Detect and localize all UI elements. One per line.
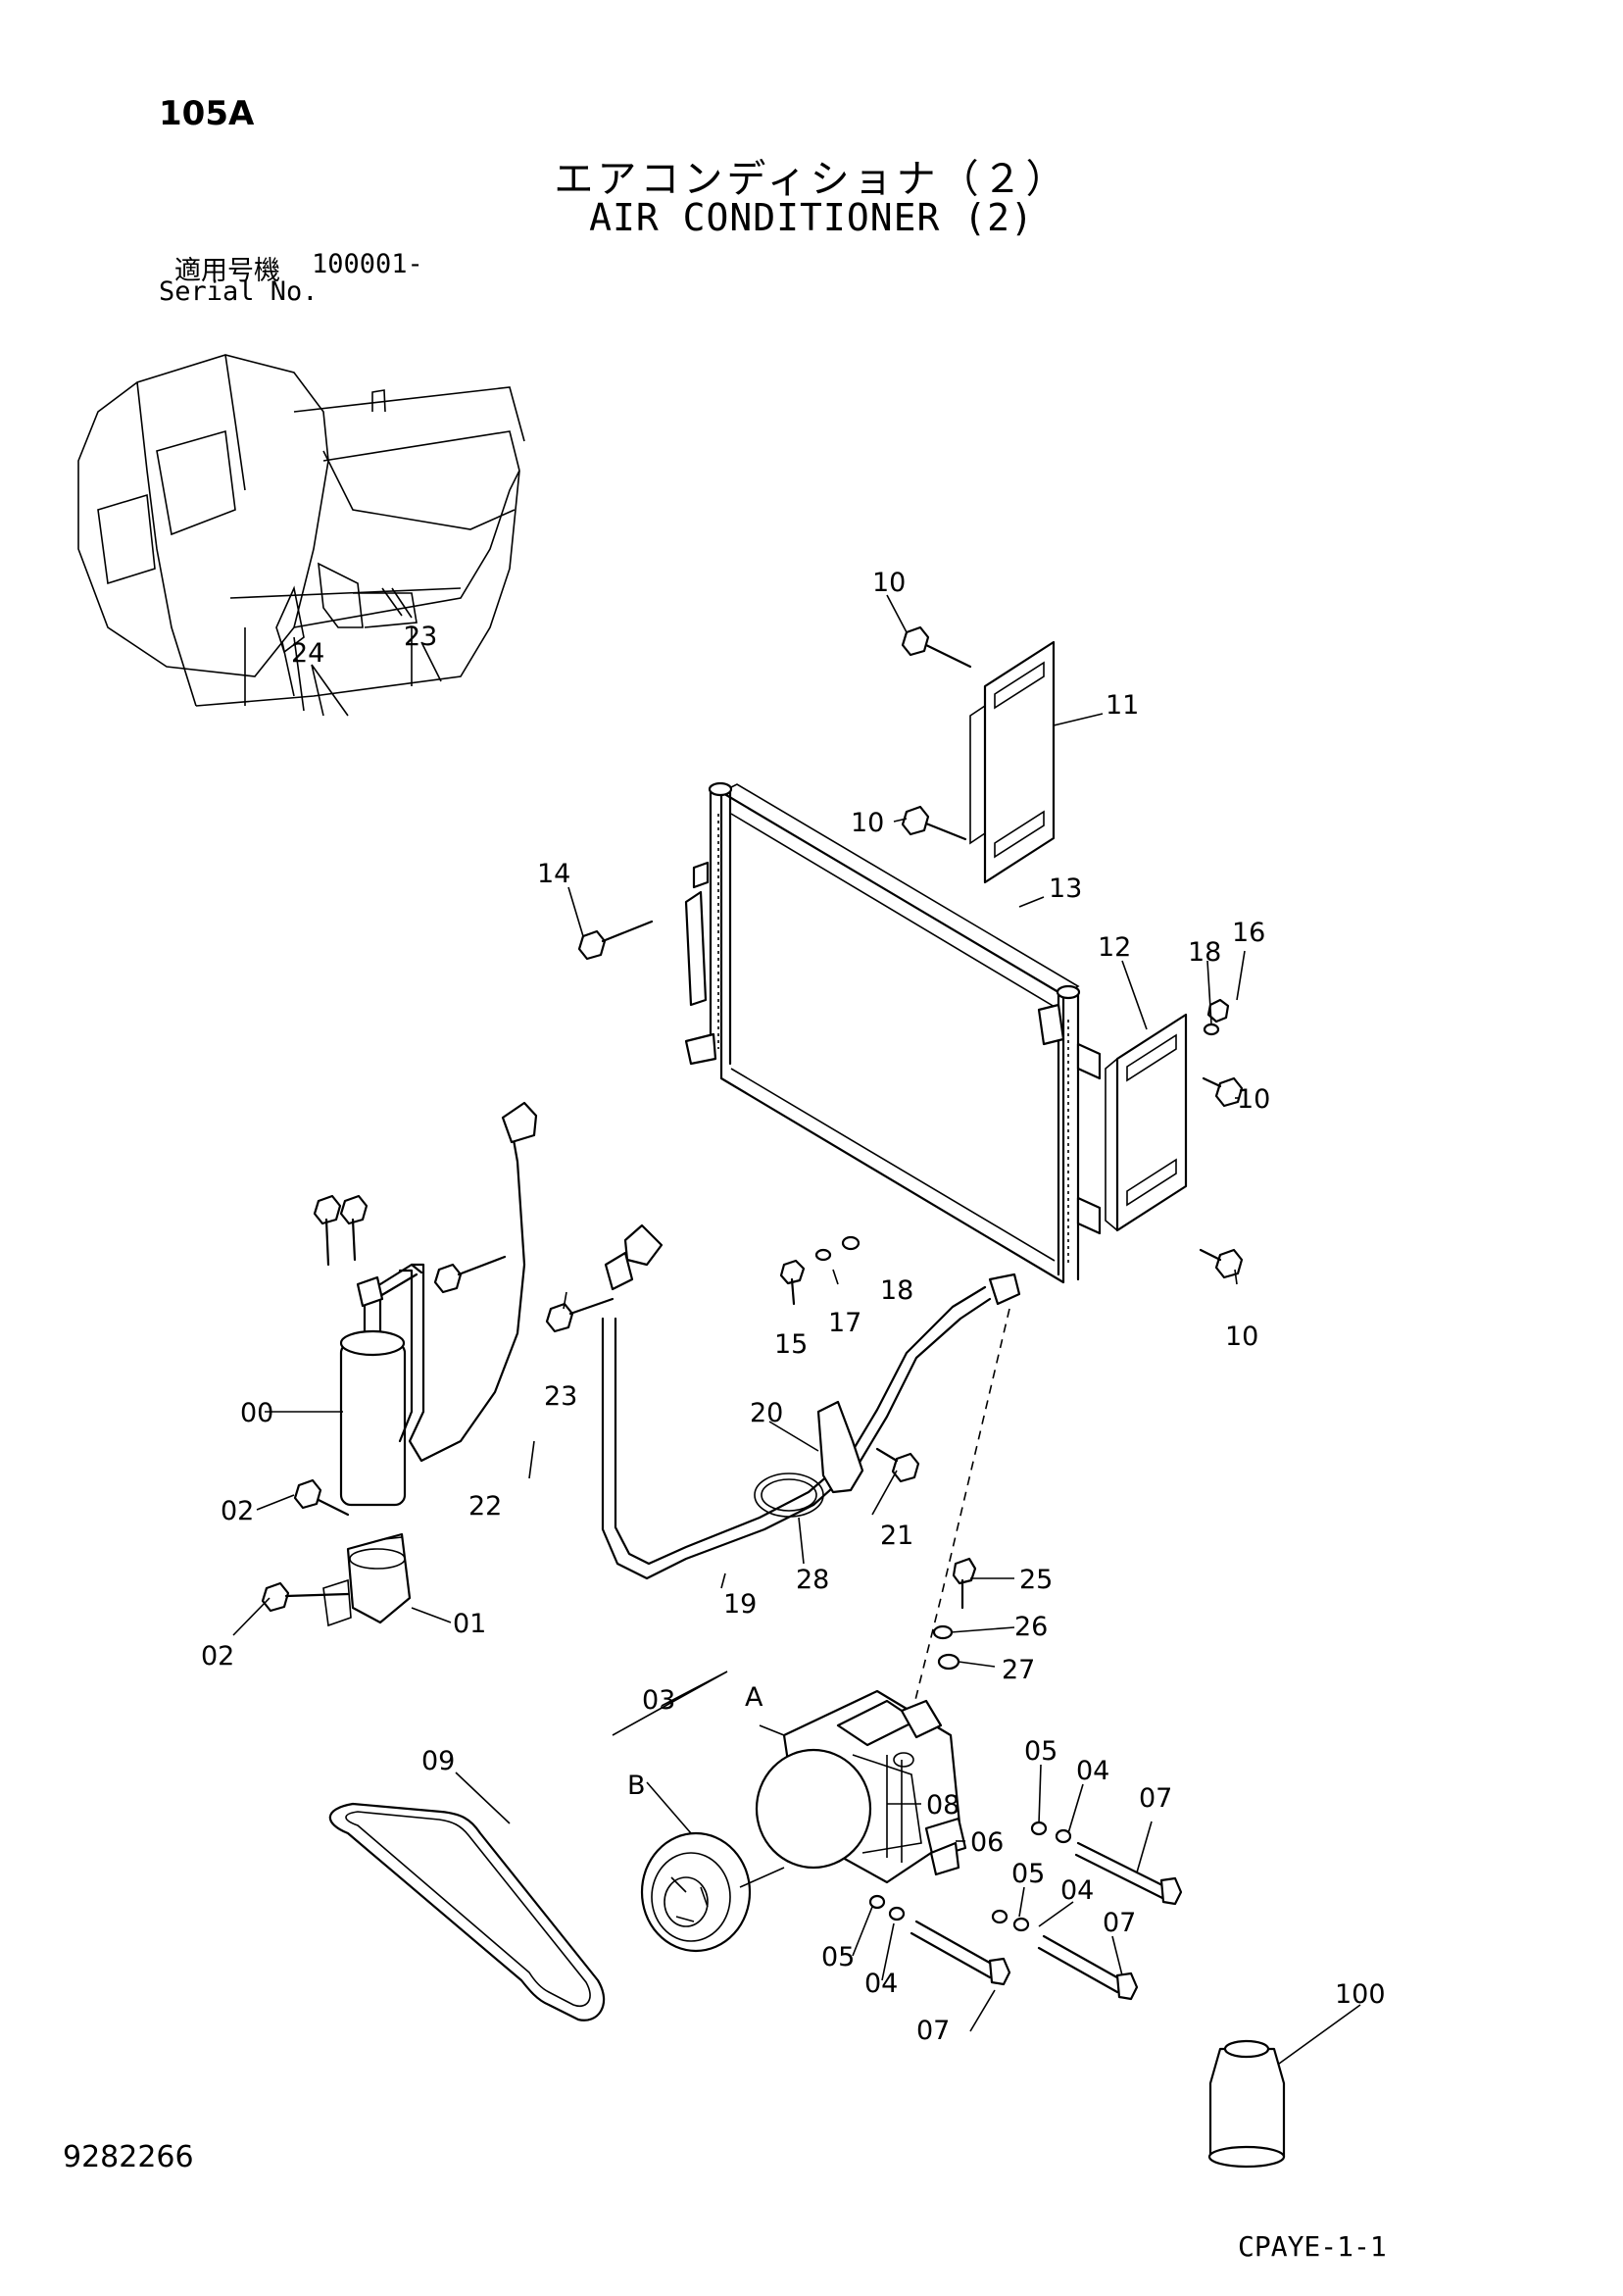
receiver-drier-00 [322,1263,423,1627]
label-13: 13 [1049,873,1082,904]
page-code: 105A [159,94,255,133]
label-24: 24 [291,638,324,669]
title-english: AIR CONDITIONER (2) [589,196,1034,239]
fasteners [261,625,1244,1671]
label-10: 10 [872,568,906,598]
bolts-07-washers-04-05 [868,1821,1183,2001]
label-10: 10 [1237,1084,1270,1115]
serial-number-value: 100001- [312,249,423,279]
label-18: 18 [1188,937,1221,968]
bracket-11 [969,640,1056,884]
hose-22 [398,1101,538,1463]
label-10: 10 [1225,1322,1258,1352]
part-labels: 10 11 10 14 13 12 18 16 10 24 23 10 00 1… [201,568,1386,2046]
label-28: 28 [796,1565,829,1595]
label-06: 06 [970,1827,1004,1858]
label-15: 15 [774,1329,808,1360]
label-12: 12 [1098,932,1131,963]
excavator-location-illustration [77,354,525,712]
label-04: 04 [864,1969,898,1999]
oil-can-100 [1207,2039,1286,2169]
label-02: 02 [221,1496,254,1526]
label-03: 03 [642,1685,675,1716]
label-25: 25 [1019,1565,1053,1595]
suction-line-to-compressor [910,1308,1010,1717]
label-04: 04 [1060,1875,1094,1906]
label-20: 20 [750,1398,783,1428]
label-17: 17 [828,1308,861,1338]
label-B: B [627,1771,646,1801]
label-26: 26 [1014,1612,1048,1642]
label-08: 08 [926,1790,959,1821]
bracket-12 [1105,1013,1188,1232]
label-00: 00 [240,1398,273,1428]
label-01: 01 [453,1609,486,1639]
title-japanese: エアコンディショナ（２） [554,157,1069,202]
label-A: A [745,1682,763,1713]
label-02: 02 [201,1641,234,1672]
serial-label-english: Serial No. [159,276,319,307]
label-22: 22 [468,1491,502,1522]
label-18: 18 [880,1275,913,1306]
label-27: 27 [1002,1655,1035,1685]
label-09: 09 [421,1746,455,1776]
compressor-03 [755,1689,967,1884]
reference-code: CPAYE-1-1 [1238,2230,1387,2263]
serial-label-japanese: 適用号機 [174,256,280,286]
label-10: 10 [851,808,884,838]
document-number: 9282266 [63,2140,194,2174]
label-05: 05 [821,1942,855,1972]
v-belt-09 [328,1802,606,2021]
label-19: 19 [723,1589,757,1620]
label-07: 07 [1103,1908,1136,1938]
label-07: 07 [916,2016,950,2046]
clutch-pulley-B [640,1831,785,1953]
label-23: 23 [404,622,437,652]
label-100: 100 [1335,1979,1386,2010]
label-23: 23 [544,1381,577,1412]
leader-lines [232,594,1361,2065]
label-05: 05 [1024,1736,1057,1767]
label-14: 14 [537,859,570,889]
label-21: 21 [880,1521,913,1551]
hose-19 [601,1223,1021,1580]
condenser-13 [684,781,1102,1284]
label-16: 16 [1232,918,1265,948]
label-05: 05 [1011,1859,1045,1889]
label-04: 04 [1076,1756,1109,1786]
label-07: 07 [1139,1783,1172,1814]
label-11: 11 [1106,690,1139,721]
clamp-20-28 [754,1400,864,1518]
